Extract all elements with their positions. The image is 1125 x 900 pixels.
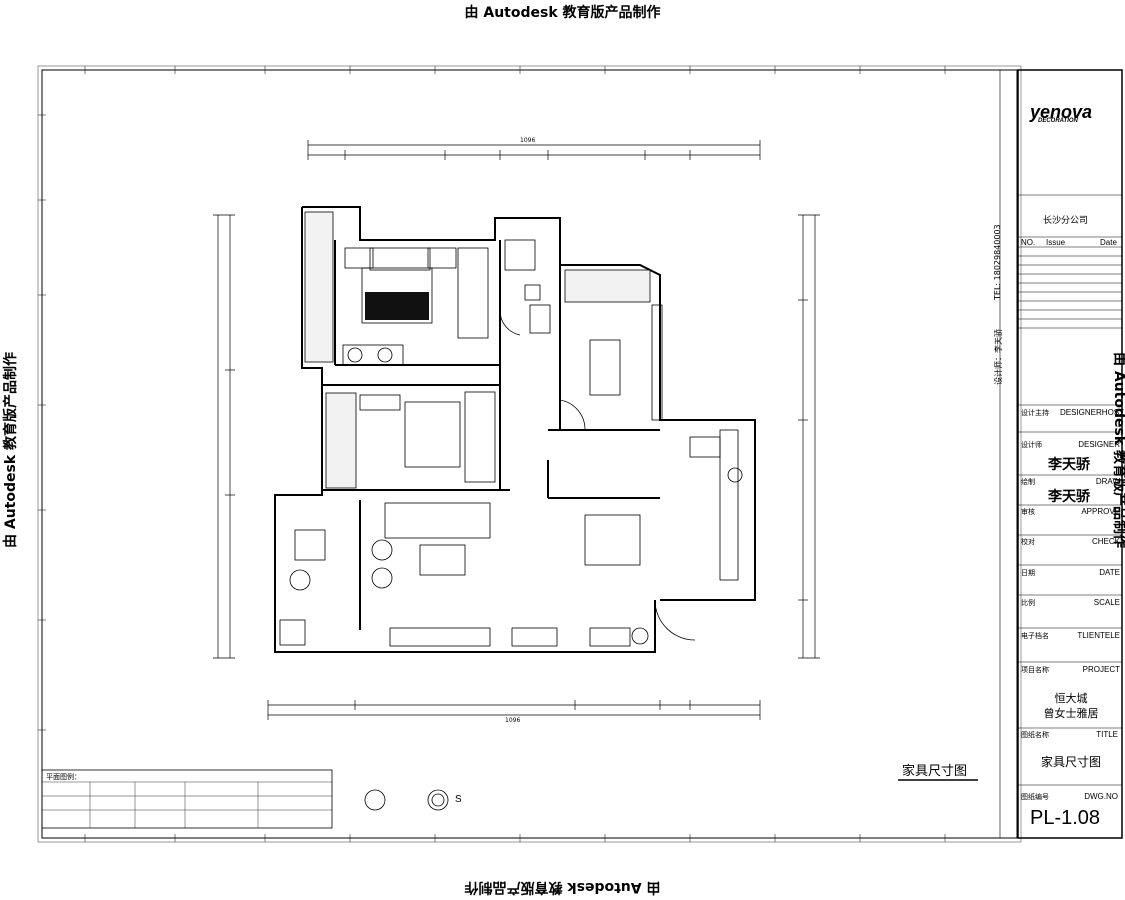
dwg-number: PL-1.08 [1030, 807, 1101, 829]
company-logo: yenova [1030, 102, 1093, 122]
field-label-en: DESIGNERHOST [1060, 408, 1125, 417]
no-label: NO. [1021, 238, 1036, 247]
field-label-en: PROJECT [1082, 665, 1120, 674]
field-label-cn: 日期 [1021, 569, 1035, 577]
dwg-label-cn: 图纸编号 [1021, 793, 1049, 801]
field-label-en: APPROVE [1081, 507, 1120, 516]
title-label-cn: 图纸名称 [1021, 731, 1049, 739]
field-label-cn: 项目名称 [1021, 666, 1049, 674]
field-label-en: DATE [1099, 568, 1120, 577]
field-label-en: DESIGNER [1078, 440, 1120, 449]
field-label-en: CHECK [1091, 537, 1120, 546]
project-line-2: 曾女士雅居 [1043, 707, 1099, 720]
designer-signature: 李天骄 [1048, 457, 1090, 473]
field-label-cn: 设计师 [1021, 441, 1042, 449]
date-header: Date [1100, 238, 1117, 247]
compass-letter: S [455, 794, 462, 805]
designer-vertical: 设计师：李天骄 [994, 329, 1003, 385]
field-label-cn: 审核 [1021, 508, 1035, 516]
project-line-1: 恒大城 [1054, 692, 1088, 705]
phone-vertical: TEL: 18029840003 [993, 224, 1002, 300]
dwg-label-en: DWG.NO [1084, 792, 1118, 801]
title-value: 家具尺寸图 [1040, 755, 1101, 769]
watermark-top: 由 Autodesk 教育版产品制作 [464, 5, 661, 21]
dimension-top-total: 1096 [520, 137, 536, 144]
field-label-cn: 比例 [1021, 599, 1035, 607]
field-label-cn: 绘制 [1021, 478, 1035, 486]
branch-name: 长沙分公司 [1043, 216, 1089, 226]
field-label-cn: 电子档名 [1021, 632, 1049, 640]
field-label-cn: 校对 [1021, 538, 1035, 546]
draw-signature: 李天骄 [1048, 489, 1090, 505]
issue-label: Issue [1046, 238, 1066, 247]
drawing-title: 家具尺寸图 [902, 764, 968, 779]
field-label-en: SCALE [1093, 598, 1120, 607]
company-logo-sub: DECORATION [1038, 118, 1078, 124]
legend-heading: 平面图例： [46, 773, 81, 781]
field-label-cn: 设计主持 [1021, 409, 1049, 417]
dimension-bottom-total: 1096 [505, 717, 521, 724]
field-label-en: TLIENTELE [1077, 631, 1120, 640]
field-label-en: DRAW [1095, 477, 1120, 486]
title-label-en: TITLE [1096, 730, 1118, 739]
